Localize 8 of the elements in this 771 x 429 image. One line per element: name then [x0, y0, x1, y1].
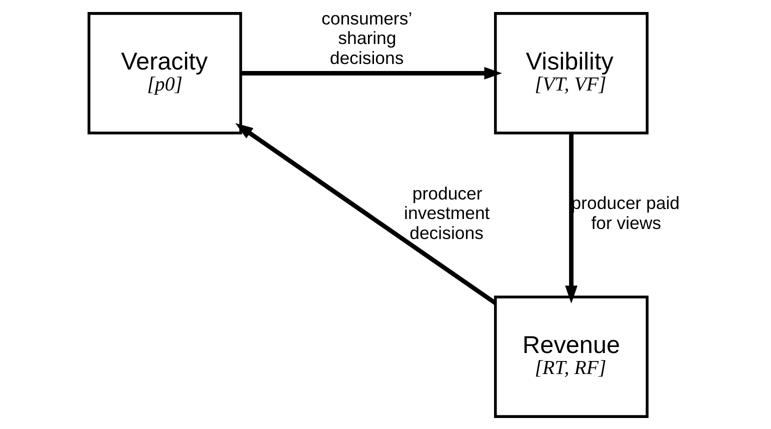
node-box: Visibility [VT, VF]: [494, 12, 649, 134]
node-box: Revenue [RT, RF]: [494, 295, 649, 418]
edge-label: consumers’ sharing decisions: [322, 8, 412, 68]
arrow: [235, 122, 497, 304]
arrow: [240, 66, 502, 79]
edge-label: producer investment decisions: [404, 182, 490, 243]
arrow: [565, 132, 578, 303]
node-box: Veracity [p0]: [88, 12, 242, 134]
